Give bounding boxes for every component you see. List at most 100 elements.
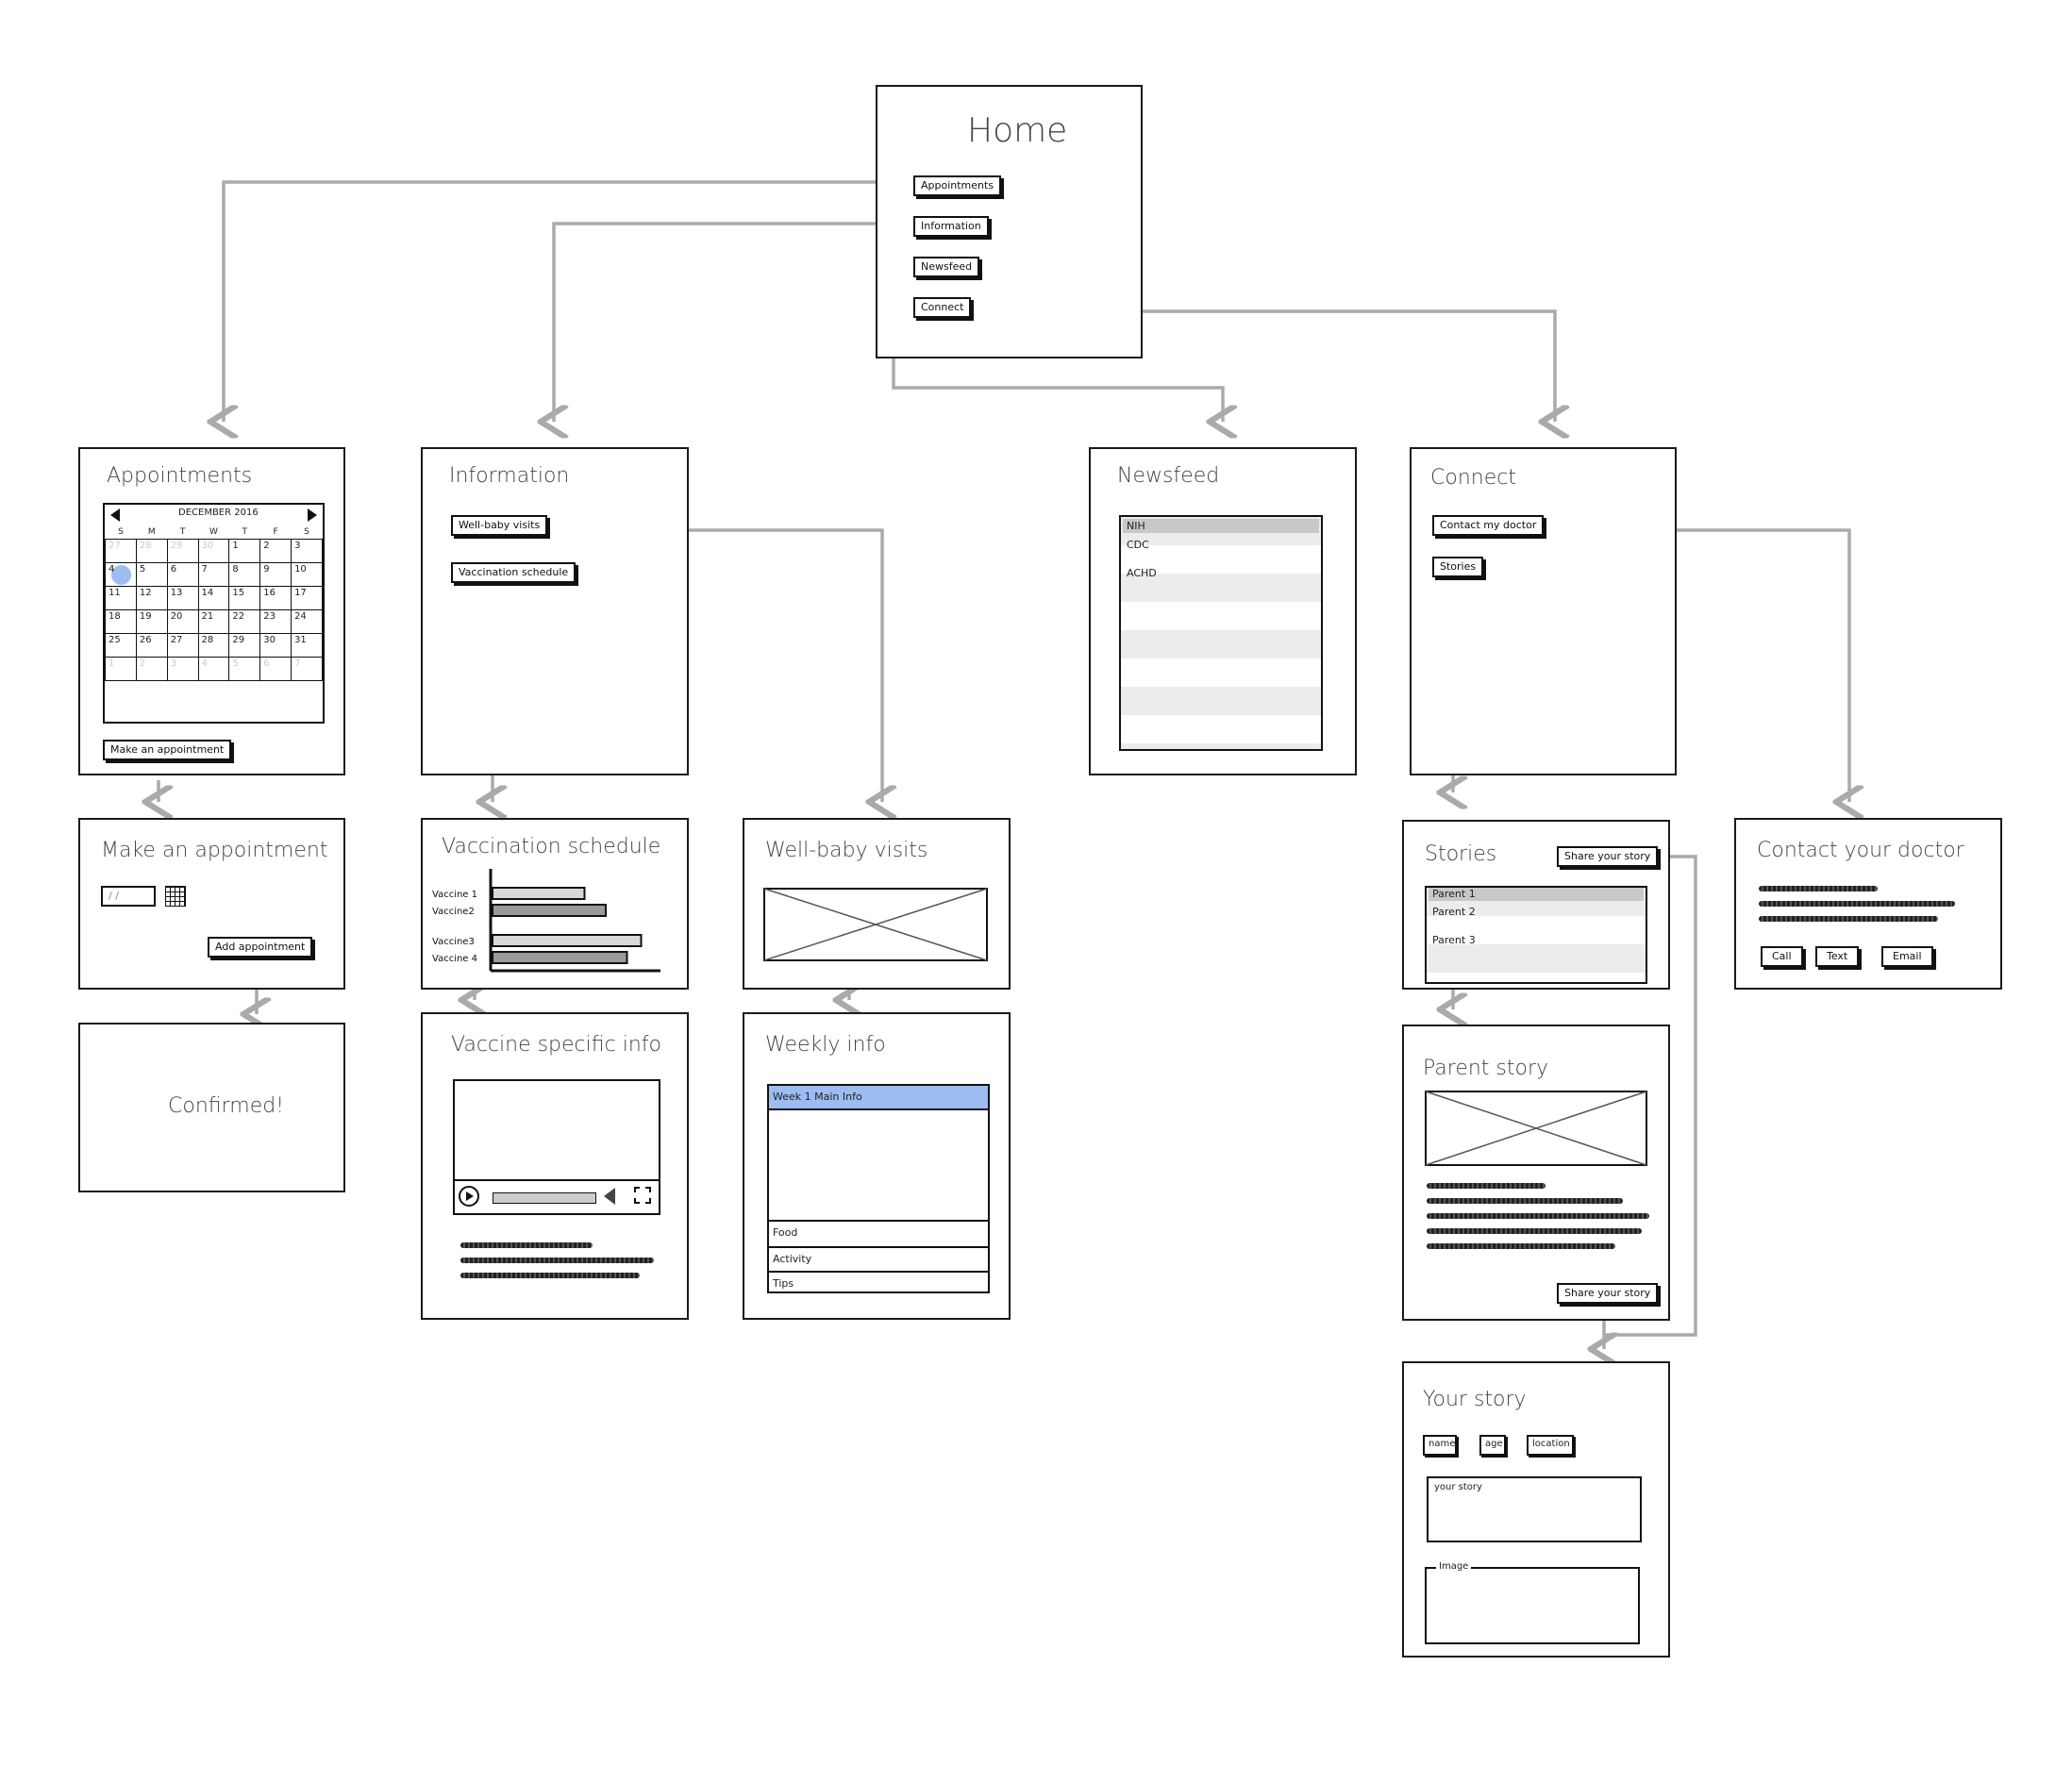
calendar-day[interactable]: 26	[135, 633, 168, 658]
location-field[interactable]: location	[1527, 1435, 1574, 1456]
newsfeed-item-nih[interactable]: NIH	[1123, 519, 1319, 533]
weekly-info-panel: Week 1 Main Info Food Activity Tips	[767, 1084, 990, 1293]
play-icon[interactable]	[459, 1186, 479, 1207]
calendar-day[interactable]: 30	[259, 633, 292, 658]
image-placeholder	[1425, 1091, 1647, 1166]
story-item-parent-1[interactable]: Parent 1	[1429, 888, 1644, 901]
calendar-day[interactable]: 2	[135, 657, 168, 681]
vaccination-schedule-button[interactable]: Vaccination schedule	[451, 562, 576, 583]
calendar-icon[interactable]	[165, 886, 186, 907]
calendar-day[interactable]: 9	[259, 562, 292, 587]
calendar-day[interactable]: 19	[135, 609, 168, 634]
calendar-day[interactable]: 15	[228, 586, 261, 610]
contact-my-doctor-button[interactable]: Contact my doctor	[1432, 515, 1545, 536]
calendar-day[interactable]: 21	[197, 609, 230, 634]
story-item-parent-3[interactable]: Parent 3	[1432, 934, 1476, 946]
calendar-day[interactable]: 29	[228, 633, 261, 658]
calendar-day[interactable]: 18	[105, 609, 137, 634]
newsfeed-item-achd[interactable]: ACHD	[1127, 567, 1157, 579]
calendar-day[interactable]: 4	[197, 657, 230, 681]
calendar-day[interactable]: 14	[197, 586, 230, 610]
calendar-day[interactable]: 3	[166, 657, 199, 681]
category-label: Vaccine 4	[432, 954, 477, 964]
name-field[interactable]: name	[1423, 1435, 1457, 1456]
story-item-parent-2[interactable]: Parent 2	[1432, 906, 1476, 918]
image-upload[interactable]: Image	[1425, 1561, 1640, 1644]
text-button[interactable]: Text	[1815, 946, 1860, 967]
calendar-day[interactable]: 28	[197, 633, 230, 658]
fullscreen-icon[interactable]	[634, 1187, 651, 1204]
stories-title: Stories	[1425, 842, 1497, 866]
video-player[interactable]	[453, 1079, 660, 1215]
calendar-day[interactable]: 28	[135, 539, 168, 563]
calendar-day[interactable]: 3	[291, 539, 323, 563]
stories-list: Parent 1 Parent 2 Parent 3	[1425, 886, 1647, 984]
calendar-day[interactable]: 8	[228, 562, 261, 587]
calendar-day[interactable]: 20	[166, 609, 199, 634]
your-story-textarea[interactable]: your story	[1427, 1476, 1642, 1542]
newsfeed-screen: Newsfeed NIH CDC ACHD	[1089, 447, 1357, 775]
calendar-prev-icon[interactable]	[110, 508, 120, 522]
food-item[interactable]: Food	[769, 1220, 988, 1244]
week-1-header[interactable]: Week 1 Main Info	[769, 1086, 988, 1110]
share-your-story-button[interactable]: Share your story	[1557, 1283, 1659, 1304]
well-baby-visits-button[interactable]: Well-baby visits	[451, 515, 548, 536]
calendar-day[interactable]: 29	[166, 539, 199, 563]
image-placeholder	[763, 888, 988, 961]
call-button[interactable]: Call	[1761, 946, 1803, 967]
calendar-day[interactable]: 23	[259, 609, 292, 634]
calendar-day[interactable]: 16	[259, 586, 292, 610]
weekday-label: S	[118, 527, 124, 537]
calendar-day[interactable]: 27	[166, 633, 199, 658]
calendar-day[interactable]: 11	[105, 586, 137, 610]
add-appointment-button[interactable]: Add appointment	[208, 937, 313, 958]
information-button[interactable]: Information	[913, 216, 989, 237]
stories-button[interactable]: Stories	[1432, 557, 1484, 577]
calendar-day[interactable]: 31	[291, 633, 323, 658]
tips-item[interactable]: Tips	[769, 1271, 988, 1295]
appointments-button[interactable]: Appointments	[913, 175, 1002, 196]
age-field[interactable]: age	[1479, 1435, 1506, 1456]
calendar-day[interactable]: 7	[291, 657, 323, 681]
volume-icon[interactable]	[604, 1188, 615, 1205]
calendar-month: DECEMBER 2016	[178, 508, 259, 518]
calendar-next-icon[interactable]	[308, 508, 317, 522]
newsfeed-item-cdc[interactable]: CDC	[1127, 539, 1149, 551]
progress-bar[interactable]	[493, 1192, 596, 1204]
contact-doctor-title: Contact your doctor	[1757, 839, 1964, 862]
connect-screen: Connect Contact my doctor Stories	[1410, 447, 1677, 775]
calendar-day[interactable]: 22	[228, 609, 261, 634]
make-appointment-button[interactable]: Make an appointment	[103, 740, 232, 760]
calendar-day[interactable]: 6	[259, 657, 292, 681]
calendar-day[interactable]: 5	[135, 562, 168, 587]
vaccination-schedule-title: Vaccination schedule	[442, 835, 661, 858]
your-story-screen: Your story name age location your story …	[1402, 1361, 1670, 1658]
calendar-day[interactable]: 25	[105, 633, 137, 658]
calendar-day[interactable]: 27	[105, 539, 137, 563]
activity-item[interactable]: Activity	[769, 1246, 988, 1271]
connect-button[interactable]: Connect	[913, 297, 972, 318]
calendar-day[interactable]: 1	[228, 539, 261, 563]
calendar-day[interactable]: 7	[197, 562, 230, 587]
category-label: Vaccine3	[432, 937, 475, 947]
text-block	[1759, 886, 1878, 891]
calendar-day[interactable]: 6	[166, 562, 199, 587]
information-screen: Information Well-baby visits Vaccination…	[421, 447, 689, 775]
calendar-day[interactable]: 5	[228, 657, 261, 681]
weekday-label: W	[209, 527, 218, 537]
calendar-day[interactable]: 30	[197, 539, 230, 563]
calendar-day[interactable]: 17	[291, 586, 323, 610]
share-your-story-button[interactable]: Share your story	[1557, 846, 1659, 867]
calendar-day[interactable]: 12	[135, 586, 168, 610]
calendar-day[interactable]: 24	[291, 609, 323, 634]
date-input[interactable]: / /	[101, 886, 156, 907]
confirmed-title: Confirmed!	[168, 1094, 285, 1118]
calendar-day[interactable]: 2	[259, 539, 292, 563]
email-button[interactable]: Email	[1881, 946, 1933, 967]
calendar-day[interactable]: 4	[105, 562, 137, 587]
newsfeed-button[interactable]: Newsfeed	[913, 257, 980, 277]
calendar-day[interactable]: 1	[105, 657, 137, 681]
calendar-day[interactable]: 13	[166, 586, 199, 610]
calendar-day[interactable]: 10	[291, 562, 323, 587]
